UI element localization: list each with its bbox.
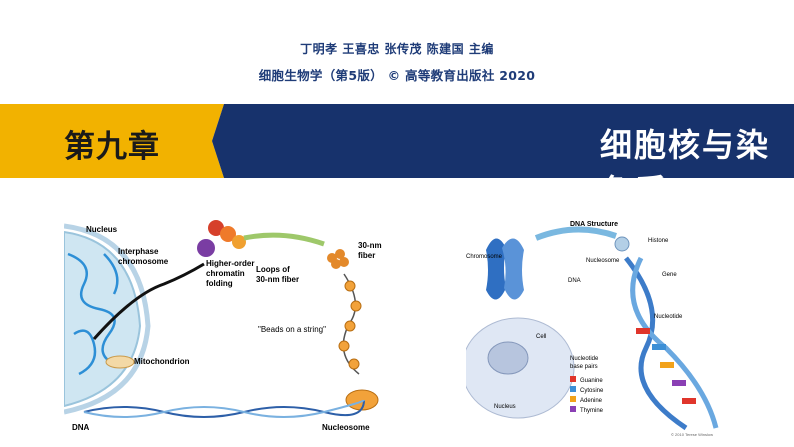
legend-cytosine: Cytosine [580, 388, 604, 394]
title-band: 第九章 细胞核与染色质 [0, 104, 794, 178]
label-nucleosome: Nucleosome [322, 423, 370, 432]
legend-thymine: Thymine [580, 408, 604, 414]
beads [338, 280, 362, 370]
chapter-block: 第九章 [0, 104, 224, 178]
coil-orange [220, 226, 236, 242]
label-base-pairs-1: Nucleotide [570, 356, 599, 362]
label-nucleus-right: Nucleus [494, 404, 516, 410]
label-higher-3: folding [206, 279, 233, 288]
label-30nm-1: 30-nm [358, 241, 382, 250]
legend-adenine: Adenine [580, 398, 603, 404]
label-higher-1: Higher-order [206, 259, 254, 268]
label-30nm-2: fiber [358, 251, 375, 260]
label-loops-2: 30-nm fiber [256, 275, 299, 284]
fiber-loops [243, 232, 325, 247]
editors-line: 丁明孝 王喜忠 张传茂 陈建国 主编 [300, 42, 494, 56]
histone-shape [614, 236, 630, 252]
label-chromosome: Chromosome [466, 254, 503, 260]
base-pair-rungs [636, 328, 696, 404]
interphase-chromosome-lines [67, 252, 119, 376]
coil-red [208, 220, 224, 236]
label-mitochondrion: Mitochondrion [134, 357, 190, 366]
chromosome-shape [486, 238, 524, 300]
label-nucleotide: Nucleotide [654, 314, 683, 320]
label-cell: Cell [536, 334, 546, 340]
chapter-title: 细胞核与染色质 [600, 126, 771, 210]
legend-swatch-adenine [570, 396, 576, 402]
legend: Guanine Cytosine Adenine Thymine [570, 376, 604, 414]
coil-orange-2 [232, 235, 246, 249]
helix-strand-a [624, 256, 688, 431]
book-info-line: 细胞生物学（第5版） © 高等教育出版社 2020 [258, 68, 536, 83]
label-gene: Gene [662, 272, 677, 278]
dna-structure-figure: Guanine Cytosine Adenine Thymine DNA Str… [466, 221, 719, 437]
nuclear-envelope [64, 223, 151, 415]
legend-guanine: Guanine [580, 378, 603, 384]
label-base-pairs-2: base pairs [570, 364, 598, 370]
label-interphase-2: chromosome [118, 257, 169, 266]
chromatin-packing-figure: Nucleus Interphase chromosome Higher-ord… [64, 220, 382, 432]
label-dna: DNA [72, 423, 90, 432]
label-copyright: © 2010 Terese Winslow [671, 432, 713, 437]
dna-fiber-top [534, 226, 617, 241]
legend-swatch-cytosine [570, 386, 576, 392]
label-dna-structure: DNA Structure [570, 221, 618, 228]
label-loops-1: Loops of [256, 265, 290, 274]
black-fiber [92, 262, 205, 340]
label-higher-2: chromatin [206, 269, 245, 278]
coil-purple [197, 239, 215, 257]
label-histone: Histone [648, 238, 669, 244]
label-nucleus: Nucleus [86, 225, 118, 234]
chapter-label: 第九章 [64, 129, 160, 165]
label-interphase-1: Interphase [118, 247, 159, 256]
legend-swatch-guanine [570, 376, 576, 382]
dna-helix-strand-2 [83, 399, 365, 418]
mitochondrion-shape [105, 355, 135, 369]
nucleus-shape-right [487, 341, 529, 375]
legend-swatch-thymine [570, 406, 576, 412]
label-nucleosome-right: Nucleosome [586, 258, 620, 264]
label-beads: "Beads on a string" [258, 325, 326, 334]
title-block: 细胞核与染色质 [212, 104, 794, 178]
label-dna-right: DNA [568, 278, 581, 284]
30nm-fiber-shape [327, 249, 349, 269]
